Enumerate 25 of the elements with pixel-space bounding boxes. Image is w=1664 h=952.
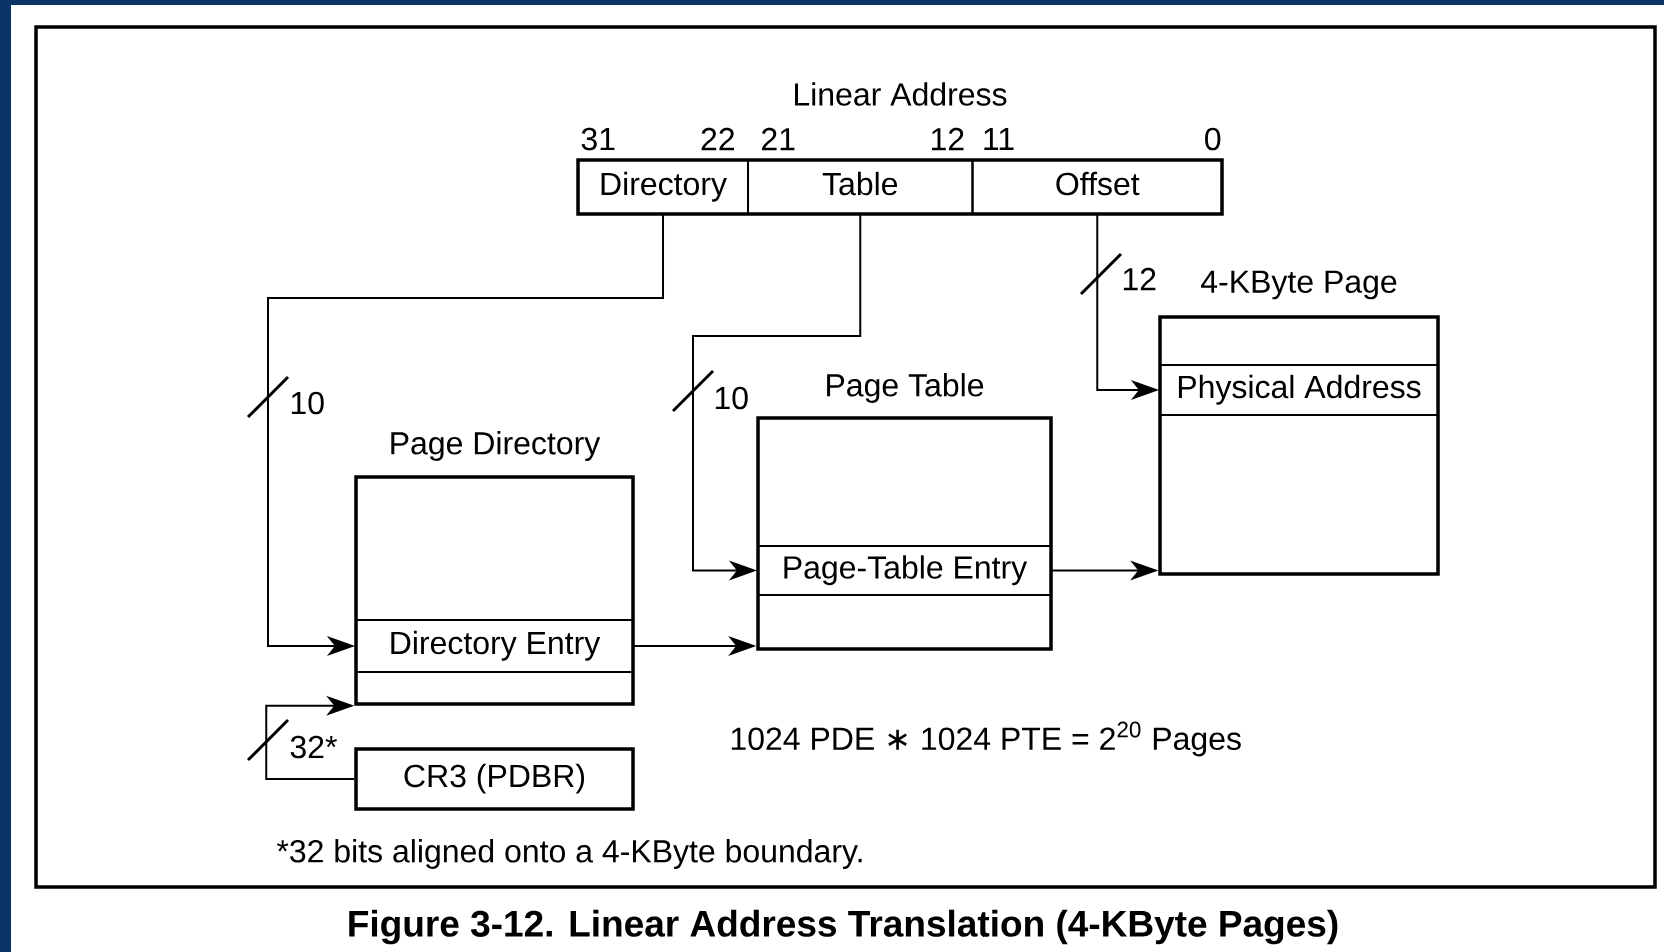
bit-width-label: 10 bbox=[715, 386, 748, 410]
entry-row: Directory Entry bbox=[355, 619, 634, 673]
connector-arrow bbox=[265, 695, 356, 780]
bit-number: 12 bbox=[931, 127, 964, 151]
bit-number: 0 bbox=[1205, 127, 1221, 151]
bit-field: Offset bbox=[971, 159, 1223, 215]
figure-caption: Figure 3-12. Linear Address Translation (4-KByte Pages) bbox=[349, 909, 1338, 945]
bit-width-label: 10 bbox=[291, 391, 324, 415]
box-heading: Page Directory bbox=[391, 431, 601, 461]
register-box: CR3 (PDBR) bbox=[354, 747, 635, 811]
box-heading: 4-KByte Page bbox=[1201, 270, 1397, 300]
bit-field: Table bbox=[747, 159, 974, 215]
bit-field: Directory bbox=[577, 159, 749, 215]
box-heading: Page Table bbox=[827, 373, 984, 403]
bit-number: 31 bbox=[581, 127, 615, 151]
box-heading: Linear Address bbox=[795, 82, 1007, 106]
formula-text: 1024 PDE ∗ 1024 PTE = 2$^{20}$ Pages bbox=[731, 721, 1241, 757]
bit-width-label: 32* bbox=[290, 735, 337, 759]
entry-row: Page-Table Entry bbox=[757, 545, 1052, 596]
bit-number: 22 bbox=[701, 127, 734, 151]
bit-number: 11 bbox=[984, 128, 1014, 150]
footnote-text: *32 bits aligned onto a 4-KByte boundary. bbox=[276, 839, 862, 869]
bit-number: 21 bbox=[762, 127, 795, 151]
entry-row: Physical Address bbox=[1159, 364, 1439, 416]
bit-width-label: 12 bbox=[1123, 267, 1156, 291]
